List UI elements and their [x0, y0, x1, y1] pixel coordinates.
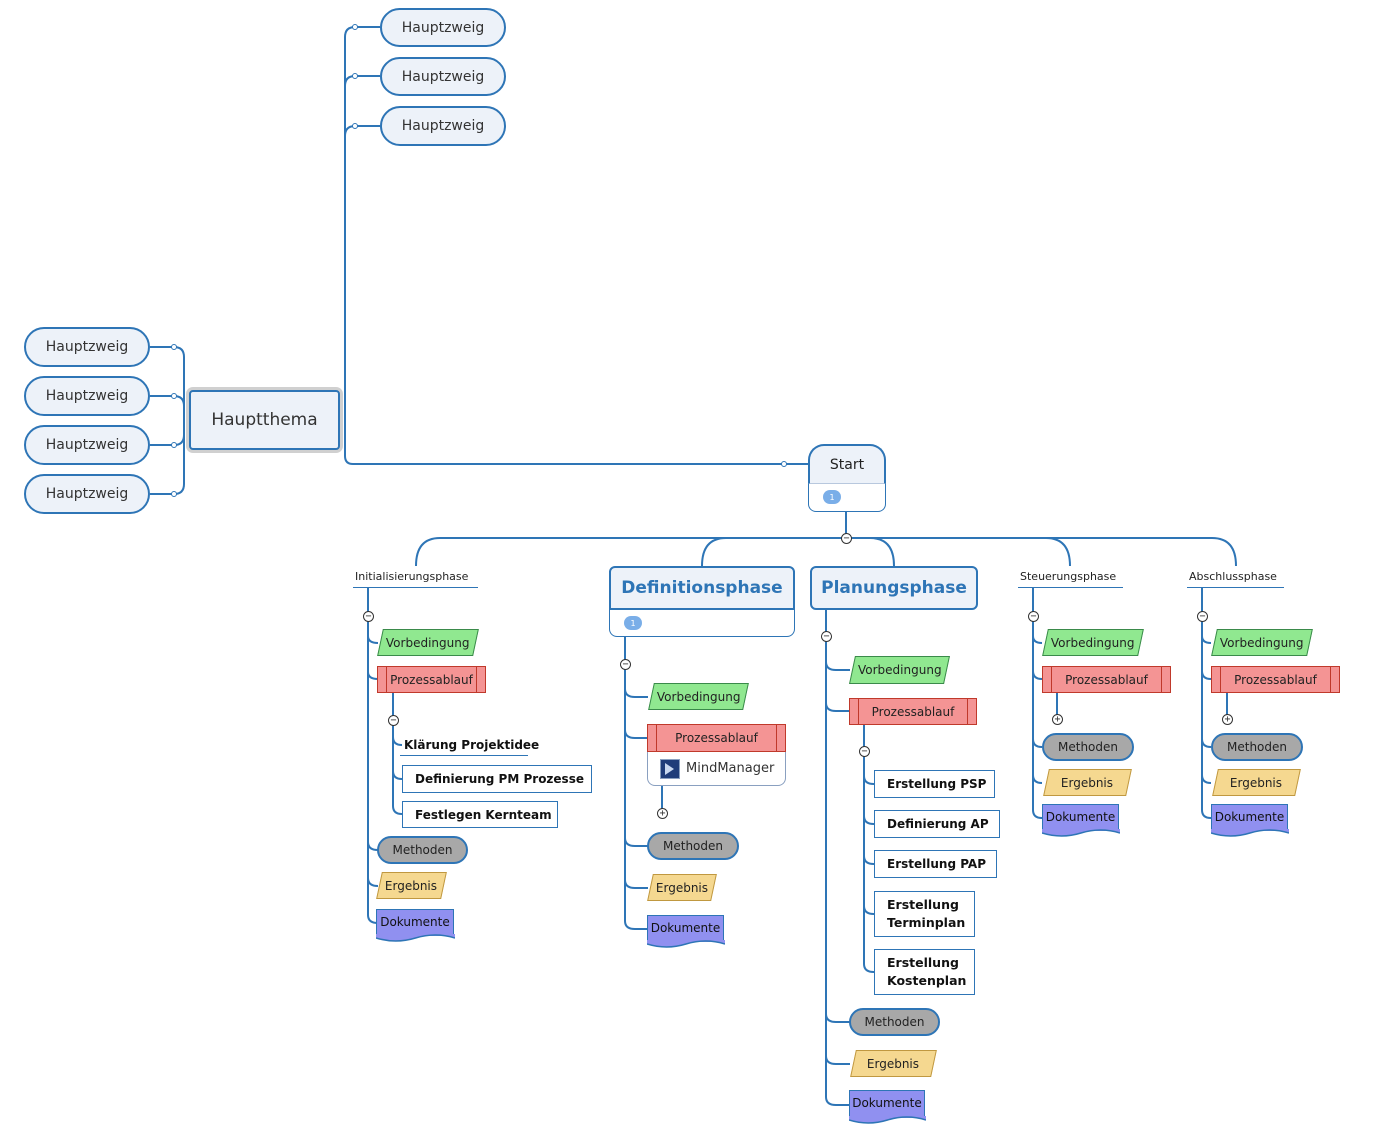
plan-task-2[interactable]: Definierung AP — [874, 810, 1000, 838]
collapse-toggle-icon[interactable]: − — [388, 715, 399, 726]
comment-bubble-icon[interactable]: 1 — [823, 490, 841, 504]
init-ergebnis[interactable]: Ergebnis — [376, 872, 447, 899]
plan-ergebnis[interactable]: Ergebnis — [850, 1050, 937, 1077]
init-task-1[interactable]: Klärung Projektidee — [400, 734, 539, 756]
start-note-area — [808, 484, 886, 512]
plan-task-5[interactable]: Erstellung Kostenplan — [874, 949, 975, 995]
collapse-toggle-icon[interactable]: − — [1028, 611, 1039, 622]
connector-dot — [352, 73, 358, 79]
collapse-toggle-icon[interactable]: − — [1197, 611, 1208, 622]
phase-initialisierung[interactable]: Initialisierungsphase — [353, 566, 478, 588]
connector-dot — [781, 461, 787, 467]
absch-ergebnis[interactable]: Ergebnis — [1212, 769, 1301, 796]
absch-prozessablauf[interactable]: Prozessablauf — [1211, 666, 1340, 693]
mindmanager-icon — [660, 758, 680, 779]
comment-bubble-icon[interactable]: 1 — [624, 616, 642, 630]
def-dokumente[interactable]: Dokumente — [646, 915, 725, 948]
phase-planung[interactable]: Planungsphase — [810, 566, 978, 610]
absch-methoden[interactable]: Methoden — [1211, 733, 1303, 761]
def-methoden[interactable]: Methoden — [647, 832, 739, 860]
def-prozessablauf[interactable]: Prozessablauf — [647, 724, 786, 752]
expand-toggle-icon[interactable]: + — [1052, 714, 1063, 725]
plan-dokumente[interactable]: Dokumente — [848, 1090, 926, 1124]
plan-methoden[interactable]: Methoden — [849, 1008, 940, 1036]
connector-dot — [171, 442, 177, 448]
steu-methoden[interactable]: Methoden — [1042, 733, 1134, 761]
collapse-toggle-icon[interactable]: − — [821, 631, 832, 642]
start-topic[interactable]: Start — [808, 444, 886, 484]
connector-dot — [352, 24, 358, 30]
absch-vorbedingung[interactable]: Vorbedingung — [1211, 629, 1313, 656]
plan-vorbedingung[interactable]: Vorbedingung — [849, 656, 950, 684]
init-vorbedingung[interactable]: Vorbedingung — [377, 629, 479, 656]
main-branch-top-2[interactable]: Hauptzweig — [380, 57, 506, 96]
init-task-2[interactable]: Definierung PM Prozesse — [402, 765, 592, 793]
main-branch-left-1[interactable]: Hauptzweig — [24, 327, 150, 367]
connector-dot — [352, 123, 358, 129]
init-dokumente[interactable]: Dokumente — [375, 909, 455, 942]
steu-vorbedingung[interactable]: Vorbedingung — [1042, 629, 1144, 656]
connector-dot — [171, 491, 177, 497]
def-vorbedingung[interactable]: Vorbedingung — [648, 683, 749, 710]
main-branch-top-3[interactable]: Hauptzweig — [380, 106, 506, 146]
collapse-toggle-icon[interactable]: − — [841, 533, 852, 544]
phase-definition[interactable]: Definitionsphase — [609, 566, 795, 610]
main-branch-left-3[interactable]: Hauptzweig — [24, 425, 150, 465]
steu-dokumente[interactable]: Dokumente — [1041, 804, 1120, 837]
def-attachment[interactable]: MindManager — [647, 752, 786, 786]
plan-task-1[interactable]: Erstellung PSP — [874, 770, 995, 798]
collapse-toggle-icon[interactable]: − — [859, 746, 870, 757]
expand-toggle-icon[interactable]: + — [1222, 714, 1233, 725]
main-branch-left-4[interactable]: Hauptzweig — [24, 474, 150, 514]
absch-dokumente[interactable]: Dokumente — [1210, 804, 1289, 837]
init-task-3[interactable]: Festlegen Kernteam — [402, 801, 558, 828]
plan-task-3[interactable]: Erstellung PAP — [874, 850, 997, 878]
plan-task-4[interactable]: Erstellung Terminplan — [874, 891, 975, 937]
collapse-toggle-icon[interactable]: − — [620, 659, 631, 670]
init-prozessablauf[interactable]: Prozessablauf — [377, 666, 486, 693]
main-branch-top-1[interactable]: Hauptzweig — [380, 8, 506, 47]
phase-steuerung[interactable]: Steuerungsphase — [1018, 566, 1123, 588]
phase-abschluss[interactable]: Abschlussphase — [1187, 566, 1284, 588]
expand-toggle-icon[interactable]: + — [657, 808, 668, 819]
collapse-toggle-icon[interactable]: − — [363, 611, 374, 622]
steu-ergebnis[interactable]: Ergebnis — [1043, 769, 1132, 796]
connector-dot — [171, 393, 177, 399]
init-methoden[interactable]: Methoden — [377, 836, 468, 864]
connector-dot — [171, 344, 177, 350]
def-ergebnis[interactable]: Ergebnis — [647, 874, 717, 901]
central-topic[interactable]: Hauptthema — [189, 390, 340, 450]
main-branch-left-2[interactable]: Hauptzweig — [24, 376, 150, 416]
steu-prozessablauf[interactable]: Prozessablauf — [1042, 666, 1171, 693]
plan-prozessablauf[interactable]: Prozessablauf — [849, 698, 977, 725]
